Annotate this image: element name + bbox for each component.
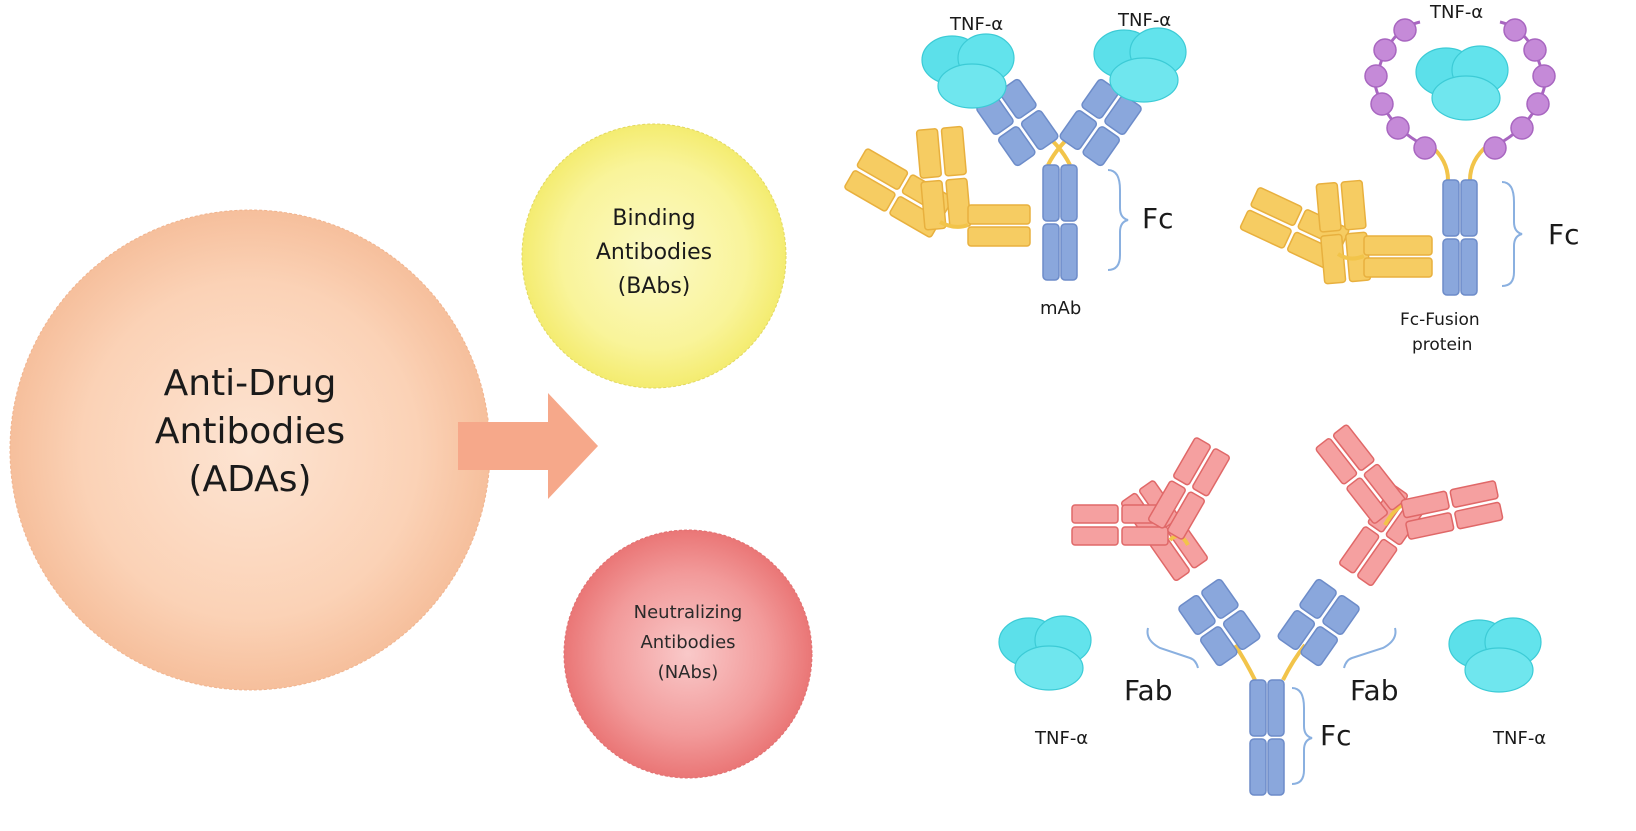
mab-structure [974, 77, 1144, 281]
tnf-free-right [1448, 617, 1542, 693]
nabs-circle [563, 529, 813, 779]
fc-bracket-mab [1107, 169, 1129, 271]
fc-fusion-structure [1428, 143, 1490, 296]
tnf-label-mab-left: TNF-α [949, 14, 1003, 35]
tnf-label-mab-right: TNF-α [1117, 10, 1171, 31]
tnf-label-free-right: TNF-α [1492, 728, 1546, 749]
nab-left [1071, 436, 1232, 583]
arrow-right-icon [458, 393, 598, 499]
bab-on-fusion [1238, 179, 1433, 285]
nab-right [1314, 423, 1504, 588]
ada-line1: Anti-Drug [163, 363, 337, 404]
fab-label-right: Fab [1350, 674, 1398, 707]
babs-line3: (BAbs) [617, 274, 691, 299]
fc-bracket-neutral [1291, 687, 1313, 785]
receptor-beads [1364, 18, 1556, 160]
fusion-label-line2: protein [1412, 335, 1472, 355]
fc-label-neutral: Fc [1320, 719, 1352, 752]
tnf-mab-left [921, 33, 1015, 109]
babs-line2: Antibodies [595, 240, 713, 265]
mab-neutralized-structure [1176, 577, 1362, 796]
nabs-line2: Antibodies [640, 632, 736, 653]
fc-label-mab: Fc [1142, 202, 1174, 235]
mab-label: mAb [1040, 298, 1081, 319]
babs-line1: Binding [612, 206, 696, 231]
nabs-line1: Neutralizing [633, 602, 743, 623]
tnf-label-free-left: TNF-α [1034, 728, 1088, 749]
fc-label-fusion: Fc [1548, 218, 1580, 251]
tnf-fusion [1415, 45, 1509, 121]
babs-circle-label: Binding Antibodies (BAbs) [534, 202, 774, 304]
ada-line2: Antibodies [154, 411, 346, 452]
ada-circle-label: Anti-Drug Antibodies (ADAs) [60, 360, 440, 504]
fab-label-left: Fab [1124, 674, 1172, 707]
ada-line3: (ADAs) [188, 459, 312, 500]
babs-circle [521, 123, 787, 389]
tnf-label-fusion: TNF-α [1429, 2, 1483, 23]
bab-on-mab [843, 125, 1031, 247]
nabs-circle-label: Neutralizing Antibodies (NAbs) [578, 598, 798, 688]
fab-bracket-right [1343, 627, 1397, 669]
nabs-line3: (NAbs) [657, 662, 719, 683]
fab-bracket-left [1146, 627, 1199, 669]
fc-bracket-fusion [1501, 181, 1523, 287]
fusion-label-line1: Fc-Fusion [1400, 310, 1480, 330]
tnf-free-left [998, 615, 1092, 691]
